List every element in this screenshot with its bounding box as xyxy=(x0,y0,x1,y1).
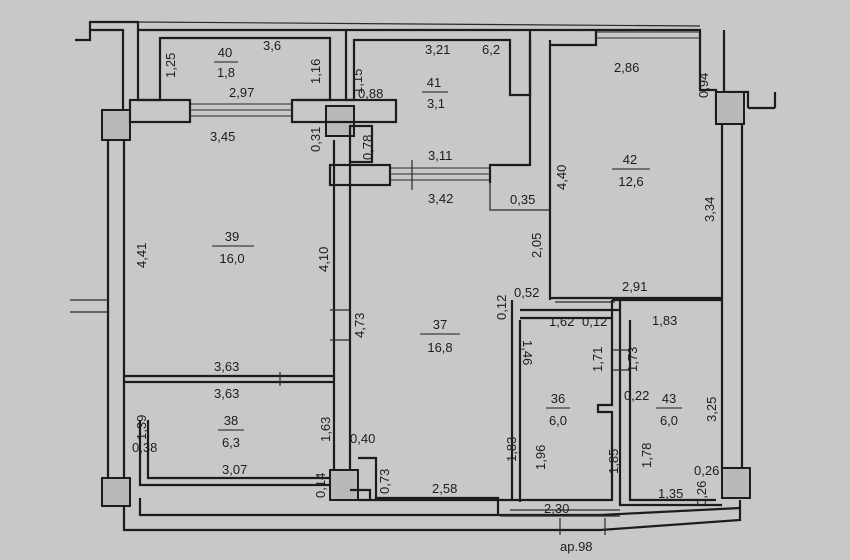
svg-text:3,07: 3,07 xyxy=(222,462,247,477)
svg-text:1,15: 1,15 xyxy=(350,69,365,94)
svg-text:1,16: 1,16 xyxy=(308,59,323,84)
room-area-41: 3,1 xyxy=(427,96,445,111)
interior-walls xyxy=(124,30,722,517)
room-number-40: 40 xyxy=(218,45,232,60)
room-number-37: 37 xyxy=(433,317,447,332)
svg-text:1,39: 1,39 xyxy=(134,415,149,440)
columns xyxy=(101,91,751,507)
room-area-37: 16,8 xyxy=(427,340,452,355)
svg-text:1,46: 1,46 xyxy=(520,340,535,365)
dimension-labels: 3,6 1,25 1,16 2,97 3,45 0,31 1,15 0,88 0… xyxy=(132,38,719,516)
svg-text:3,21: 3,21 xyxy=(425,42,450,57)
svg-text:6,2: 6,2 xyxy=(482,42,500,57)
room-area-40: 1,8 xyxy=(217,65,235,80)
room-area-39: 16,0 xyxy=(219,251,244,266)
svg-text:0,14: 0,14 xyxy=(313,473,328,498)
room-number-38: 38 xyxy=(224,413,238,428)
svg-text:1,83: 1,83 xyxy=(504,437,519,462)
svg-text:4,40: 4,40 xyxy=(554,165,569,190)
room-labels: 40 1,8 41 3,1 42 12,6 39 16,0 37 16,8 38… xyxy=(212,45,682,450)
svg-text:3,42: 3,42 xyxy=(428,191,453,206)
svg-text:2,58: 2,58 xyxy=(432,481,457,496)
svg-text:3,63: 3,63 xyxy=(214,386,239,401)
room-number-41: 41 xyxy=(427,75,441,90)
room-number-36: 36 xyxy=(551,391,565,406)
svg-text:1,62: 1,62 xyxy=(549,314,574,329)
svg-text:3,63: 3,63 xyxy=(214,359,239,374)
svg-text:0,88: 0,88 xyxy=(358,86,383,101)
svg-text:3,25: 3,25 xyxy=(704,397,719,422)
svg-text:3,45: 3,45 xyxy=(210,129,235,144)
svg-text:0,78: 0,78 xyxy=(360,135,375,160)
svg-text:1,96: 1,96 xyxy=(533,445,548,470)
room-number-43: 43 xyxy=(662,391,676,406)
svg-text:2,91: 2,91 xyxy=(622,279,647,294)
svg-text:3,11: 3,11 xyxy=(428,148,452,163)
svg-text:0,52: 0,52 xyxy=(514,285,539,300)
room-area-43: 6,0 xyxy=(660,413,678,428)
svg-text:0,40: 0,40 xyxy=(350,431,375,446)
svg-text:1,78: 1,78 xyxy=(639,443,654,468)
svg-text:3,6: 3,6 xyxy=(263,38,281,53)
svg-text:0,26: 0,26 xyxy=(694,481,709,506)
svg-text:1,85: 1,85 xyxy=(606,449,621,474)
svg-text:4,73: 4,73 xyxy=(352,313,367,338)
svg-text:2,86: 2,86 xyxy=(614,60,639,75)
svg-text:3,34: 3,34 xyxy=(702,197,717,222)
svg-text:0,22: 0,22 xyxy=(624,388,649,403)
svg-text:2,05: 2,05 xyxy=(529,233,544,258)
svg-text:1,63: 1,63 xyxy=(318,417,333,442)
svg-text:0,12: 0,12 xyxy=(494,295,509,320)
svg-text:0,31: 0,31 xyxy=(308,127,323,152)
svg-text:1,25: 1,25 xyxy=(163,53,178,78)
footer-label: ар.98 xyxy=(560,539,593,554)
room-area-42: 12,6 xyxy=(618,174,643,189)
svg-text:0,12: 0,12 xyxy=(582,314,607,329)
room-area-38: 6,3 xyxy=(222,435,240,450)
room-number-42: 42 xyxy=(623,152,637,167)
svg-text:4,10: 4,10 xyxy=(316,247,331,272)
svg-text:0,73: 0,73 xyxy=(377,469,392,494)
svg-text:1,83: 1,83 xyxy=(652,313,677,328)
svg-text:0,38: 0,38 xyxy=(132,440,157,455)
room-number-39: 39 xyxy=(225,229,239,244)
svg-text:1,73: 1,73 xyxy=(625,347,640,372)
svg-text:2,30: 2,30 xyxy=(544,501,569,516)
svg-text:1,71: 1,71 xyxy=(590,347,605,372)
svg-text:0,26: 0,26 xyxy=(694,463,719,478)
svg-text:4,41: 4,41 xyxy=(134,243,149,268)
svg-text:0,35: 0,35 xyxy=(510,192,535,207)
svg-text:1,35: 1,35 xyxy=(658,486,683,501)
svg-text:0,94: 0,94 xyxy=(696,73,711,98)
room-area-36: 6,0 xyxy=(549,413,567,428)
outer-walls xyxy=(70,20,777,535)
svg-text:2,97: 2,97 xyxy=(229,85,254,100)
